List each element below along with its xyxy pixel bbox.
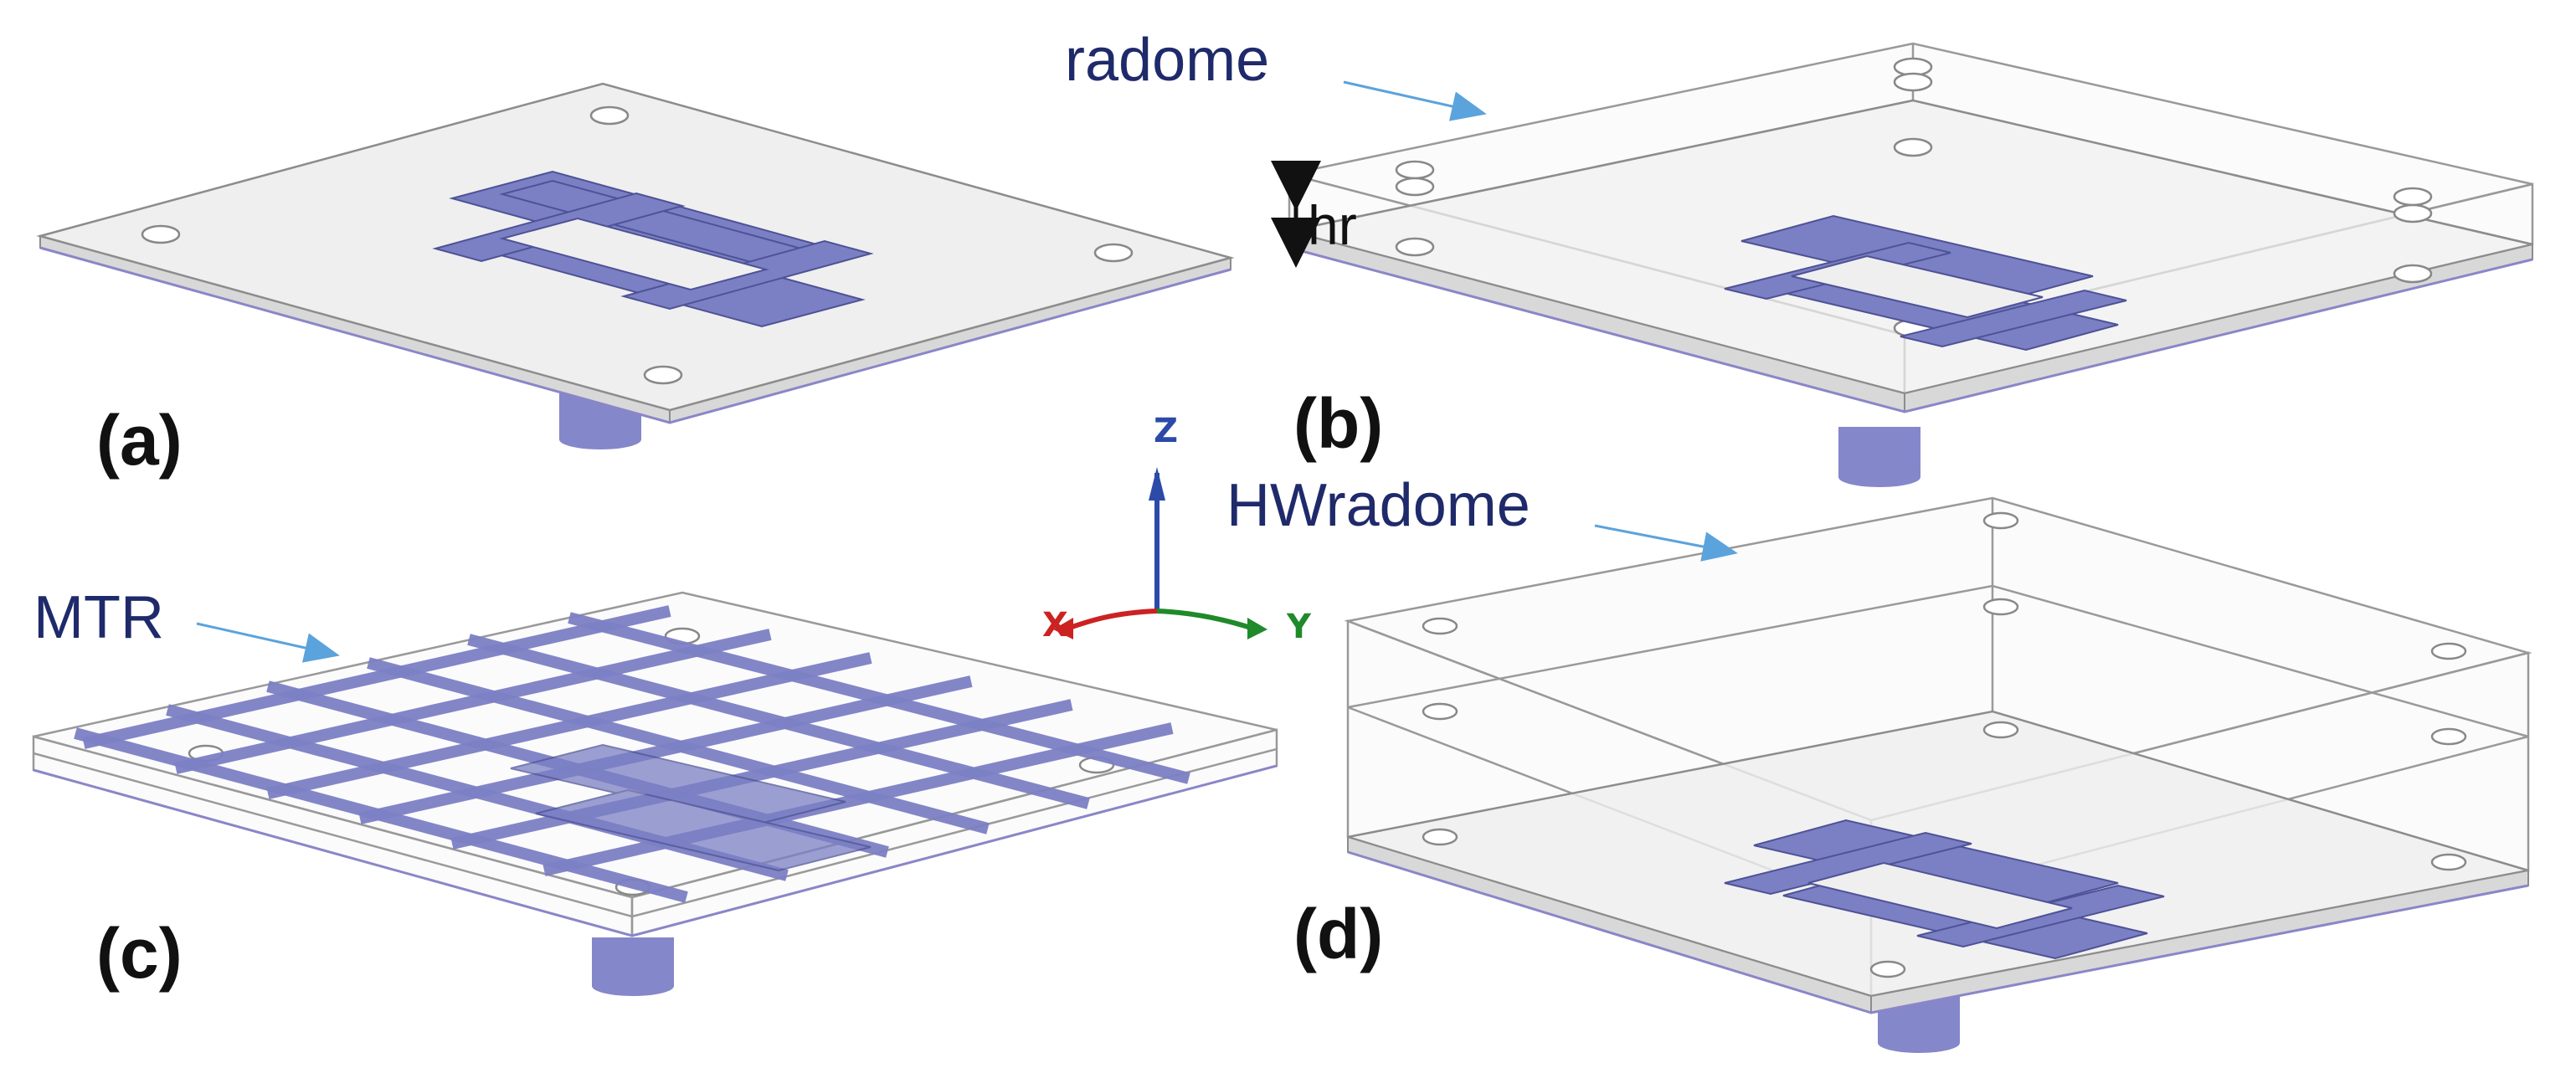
panel-label-a: (a): [96, 401, 183, 480]
axis-z-label: Z: [1154, 412, 1178, 450]
coax-probe: [1838, 427, 1920, 487]
panel-c-mtr: MTR (c): [32, 584, 1278, 996]
cross-patch: [1724, 819, 2165, 960]
radome-callout-arrow: [1343, 80, 1487, 121]
panel-label-b: (b): [1293, 384, 1383, 463]
mounting-hole: [141, 224, 181, 244]
hr-dimension-label: hr: [1308, 194, 1357, 256]
cross-patch: [510, 743, 872, 872]
panel-b-radome: hr radome (b): [1065, 27, 2534, 487]
mounting-hole: [1093, 243, 1134, 263]
axis-y-label: Y: [1286, 608, 1312, 646]
mounting-hole: [643, 365, 683, 385]
hwradome-callout-label: HWradome: [1226, 472, 1530, 539]
mtr-callout-arrow: [196, 622, 340, 663]
panel-a-antenna: (a): [36, 82, 1235, 480]
cross-patch: [1724, 214, 2127, 352]
coax-probe: [592, 937, 674, 996]
mounting-hole: [589, 105, 630, 126]
hwradome-callout-arrow: [1594, 524, 1738, 562]
cross-patch: [432, 170, 874, 328]
radome-callout-label: radome: [1065, 27, 1269, 94]
panel-label-c: (c): [96, 914, 183, 993]
panel-label-d: (d): [1293, 895, 1383, 973]
axis-x-label: X: [1042, 606, 1068, 644]
mtr-callout-label: MTR: [33, 584, 164, 651]
coordinate-axes: Z X Y: [1042, 412, 1312, 646]
panel-d-hwradome: HWradome (d): [1226, 472, 2532, 1053]
